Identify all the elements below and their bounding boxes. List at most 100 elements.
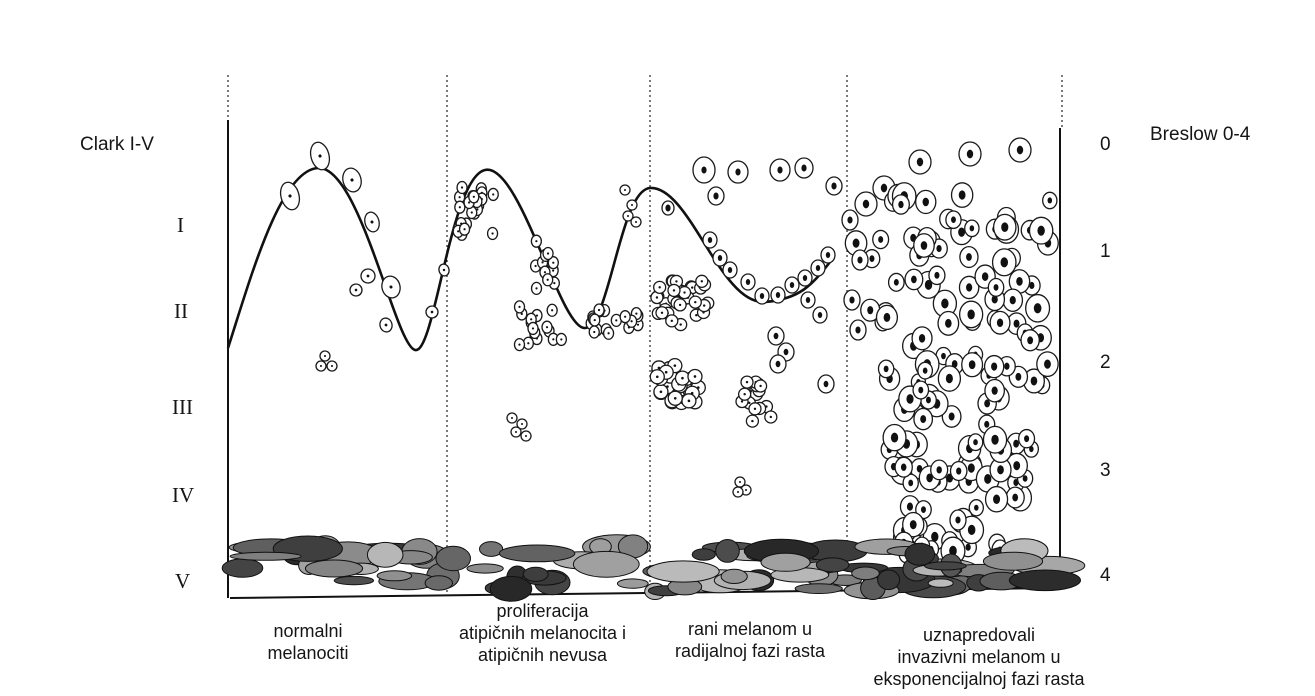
tumor-cell: [712, 249, 728, 267]
dermal-cell: [366, 541, 404, 568]
melanocyte-cell: [588, 325, 600, 339]
tumor-cell: [727, 160, 749, 184]
breslow-level-label: 0: [1100, 134, 1111, 155]
melanocyte-cell: [653, 280, 667, 294]
melanocyte-cell: [626, 199, 638, 211]
caption-line: eksponencijalnoj fazi rasta: [873, 669, 1085, 689]
tumor-cell: [702, 231, 718, 249]
melanocyte-cell: [674, 370, 691, 386]
dermal-cell: [815, 557, 850, 573]
tumor-cell: [1025, 293, 1051, 323]
clark-level-label: V: [175, 569, 191, 593]
tumor-cell: [937, 365, 962, 392]
breslow-scale-title: Breslow 0-4: [1150, 124, 1251, 145]
melanocyte-cell: [630, 216, 642, 228]
melanocyte-cell: [486, 226, 499, 241]
melanocyte-cell: [732, 486, 744, 498]
tumor-cell: [961, 352, 984, 378]
melanocyte-cell: [326, 360, 338, 372]
dermal-cell: [646, 560, 720, 583]
tumor-cell: [1008, 137, 1032, 163]
tumor-cell: [661, 200, 675, 216]
tumor-cell: [1028, 216, 1054, 245]
tumor-cell: [877, 359, 895, 379]
tumor-cell: [800, 291, 816, 309]
tumor-cell: [911, 326, 933, 351]
tumor-cell: [950, 182, 974, 208]
melanocyte-cell: [667, 283, 681, 298]
tumor-cell: [769, 354, 787, 374]
melanocyte-cell: [753, 379, 768, 393]
melanocyte-cell: [364, 211, 380, 233]
tumor-cell: [941, 405, 962, 428]
tumor-cell: [692, 156, 716, 184]
melanocyte-cell: [619, 184, 631, 196]
melanocyte-cell: [619, 310, 631, 324]
tumor-cell: [989, 310, 1011, 335]
dermal-cell: [221, 558, 264, 578]
tumor-cell: [894, 456, 913, 478]
melanocyte-cell: [454, 200, 466, 214]
melanocyte-cell: [458, 222, 471, 236]
melanocyte-cell: [737, 387, 752, 401]
tumor-cell: [820, 246, 836, 264]
melanocyte-cell: [764, 410, 778, 424]
caption-line: invazivni melanom u: [897, 647, 1061, 667]
melanocyte-cell: [748, 402, 762, 416]
caption-line: atipičnih melanocita i: [458, 623, 627, 643]
tumor-cell: [989, 457, 1012, 483]
tumor-cell: [872, 229, 890, 250]
melanocyte-cell: [622, 210, 634, 222]
tumor-cell: [1018, 428, 1036, 449]
breslow-level-label: 2: [1100, 352, 1111, 373]
tumor-cell: [891, 194, 910, 215]
melanocyte-cell: [319, 350, 331, 362]
caption-line: normalni: [273, 621, 343, 641]
tumor-cell: [987, 277, 1005, 297]
dermal-cell: [877, 569, 901, 591]
melanocyte-cell: [309, 141, 331, 171]
caption-line: rani melanom u: [687, 619, 813, 639]
tumor-cell: [945, 210, 962, 230]
dermal-cell: [982, 551, 1044, 571]
dermal-cell: [616, 578, 649, 589]
tumor-cell: [958, 141, 982, 167]
tumor-cell: [767, 326, 785, 346]
melanocyte-cell: [360, 268, 376, 284]
dermal-cell: [489, 575, 533, 602]
melanocyte-cell: [681, 393, 697, 409]
dermal-cell: [720, 568, 748, 585]
melanocyte-cell: [516, 418, 528, 430]
stage-caption-radial: rani melanom u radijalnoj fazi rasta: [650, 618, 850, 662]
dermal-cell: [924, 561, 967, 571]
dermal-cell: [333, 575, 375, 586]
melanocyte-cell: [513, 337, 526, 352]
melanocyte-cell: [468, 190, 480, 204]
tumor-cell: [958, 300, 984, 329]
tumor-cell: [740, 273, 756, 291]
tumor-cell: [849, 319, 867, 341]
tumor-cell: [854, 191, 878, 217]
melanocyte-cell: [530, 234, 543, 248]
dermal-cell: [904, 542, 936, 566]
melanocyte-cell: [649, 369, 665, 385]
tumor-cell: [770, 286, 786, 304]
melanocyte-cell: [530, 281, 543, 296]
tumor-cell: [843, 289, 861, 311]
melanocyte-cell: [677, 285, 692, 300]
melanocyte-cell: [546, 303, 558, 317]
tumor-cell: [1036, 351, 1059, 378]
tumor-cell: [913, 233, 935, 258]
tumor-cell: [967, 433, 984, 452]
tumor-cell: [784, 276, 800, 294]
tumor-cell: [937, 310, 960, 336]
dermal-cell: [1008, 569, 1082, 592]
melanocyte-cell: [688, 295, 702, 309]
clark-level-label: II: [174, 299, 188, 323]
melanocyte-cell: [381, 275, 401, 299]
tumor-cell: [968, 499, 984, 517]
melanocyte-cell: [673, 298, 687, 312]
tumor-cell: [902, 511, 925, 538]
melanocyte-cell: [279, 181, 301, 211]
